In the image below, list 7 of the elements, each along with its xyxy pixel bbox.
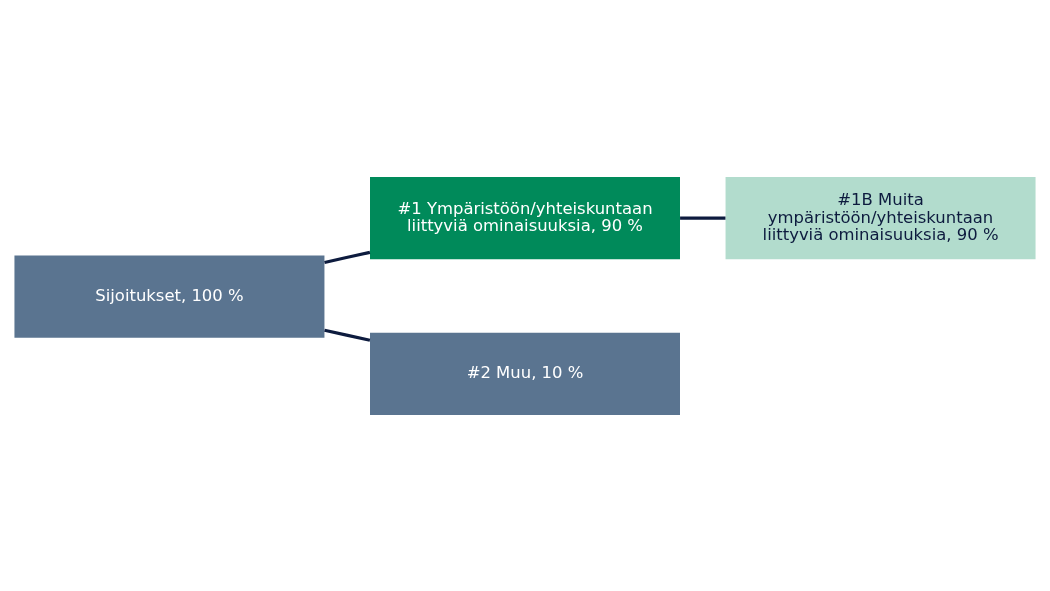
node-box: #2 Muu, 10 %: [370, 332, 680, 415]
connector: [680, 216, 726, 220]
node-box: #1B Muita ympäristöön/yhteiskuntaan liittyviä ominaisuuksia, 90 %: [725, 176, 1036, 259]
connector: [324, 328, 371, 342]
node-box: #1 Ympäristöön/yhteiskuntaan liittyviä ominaisuuksia, 90 %: [370, 176, 680, 259]
connector: [324, 250, 371, 264]
node-box: Sijoitukset, 100 %: [14, 255, 325, 338]
